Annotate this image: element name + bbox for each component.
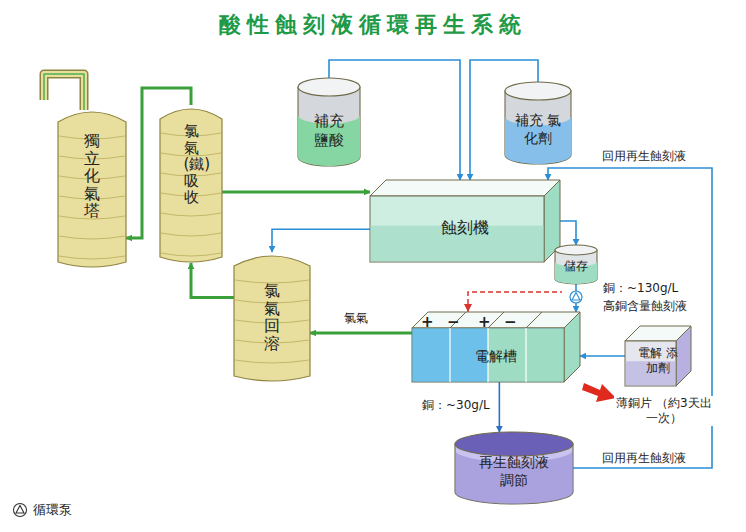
pump-triangle — [572, 293, 580, 301]
tank: 氯氣回溶 — [234, 252, 310, 382]
exhaust-pipe-stripe — [44, 74, 84, 110]
cell-divider — [526, 312, 542, 328]
node-label: 補充 鹽酸 — [312, 112, 346, 150]
tower: 獨立化氣塔 — [58, 108, 126, 268]
storage-tank: 儲存 — [555, 245, 597, 284]
flow-line — [222, 190, 370, 193]
exhaust-pipe-fill — [44, 74, 84, 110]
tank: 再生蝕刻液 調節 — [455, 432, 573, 504]
dashed-arrowhead — [464, 304, 472, 312]
exhaust-pipe — [44, 74, 84, 110]
legend-entry: 循環泵 — [12, 502, 72, 518]
can-body — [505, 91, 571, 164]
node-label: 補充 氯化劑 — [514, 112, 562, 147]
canister: 補充 鹽酸 — [298, 78, 360, 166]
can-top — [505, 82, 571, 100]
edge-label: 回用再生蝕刻液 — [600, 149, 688, 164]
tower-ring — [161, 213, 221, 216]
tank-top — [412, 312, 580, 328]
edge-label: 銅：~130g/L — [601, 281, 680, 296]
flow-line — [560, 221, 576, 245]
tower-body — [234, 256, 310, 381]
node-label: 獨立化氣塔 — [84, 132, 100, 220]
tower-ring — [161, 253, 221, 256]
node-label: 再生蝕刻液 調節 — [475, 454, 553, 489]
tank-front — [370, 196, 544, 262]
tower: 氯氣(鐵)吸收 — [160, 105, 222, 263]
output-note: 薄銅片 （約3天出一次） — [614, 396, 714, 426]
flow-line — [191, 263, 234, 298]
tank-front — [412, 328, 564, 382]
tank-side — [676, 326, 691, 386]
flow-line — [580, 355, 625, 357]
can-top — [555, 245, 597, 255]
node-label: 電解槽 — [475, 348, 517, 366]
electrolysis-cell: 電解槽 — [412, 312, 580, 382]
tower-ring — [161, 233, 221, 236]
can-top — [455, 432, 573, 456]
flow-line — [499, 382, 501, 432]
tank-side — [564, 312, 580, 382]
flow-line — [272, 229, 370, 252]
canister: 補充 氯化劑 — [505, 82, 571, 164]
can-body — [298, 87, 360, 166]
additive-box: 電解 添加劑 — [625, 326, 691, 386]
cell-divider — [525, 328, 526, 382]
node-label: 儲存 — [564, 259, 588, 274]
pump-symbol — [570, 291, 582, 303]
flow-label: 回用再生蝕刻液 — [600, 451, 688, 466]
dashed-line — [468, 292, 562, 312]
output-arrow — [582, 383, 616, 402]
node-label: 氯氣回溶 — [264, 282, 280, 352]
flow-note: 高銅含量蝕刻液 — [601, 299, 689, 314]
node-label: 電解 添加劑 — [637, 346, 679, 376]
legend-text: 循環泵 — [33, 502, 72, 518]
flow-line — [310, 332, 412, 335]
legend-pump-symbol — [12, 502, 28, 518]
polarity-sign: − — [504, 313, 517, 332]
machine-tank: 蝕刻機 — [370, 180, 560, 262]
edge-label: 銅：~30g/L — [420, 398, 492, 413]
tower-ring — [235, 360, 309, 363]
tank-top — [370, 180, 560, 196]
can-top — [298, 78, 360, 96]
node-label: 蝕刻機 — [441, 218, 489, 238]
polarity-sign: + — [478, 313, 491, 332]
cell-divider — [449, 328, 450, 382]
diagram-title: 酸性蝕刻液循環再生系統 — [0, 10, 746, 40]
polarity-sign: + — [421, 313, 434, 332]
tower-ring — [59, 256, 125, 259]
tower-body — [160, 109, 222, 262]
polarity-sign: − — [447, 313, 460, 332]
edge-label: 氯氣 — [342, 311, 370, 326]
tower-body — [58, 112, 126, 267]
node-label: 氯氣(鐵)吸收 — [184, 123, 199, 206]
can-liquid — [455, 450, 573, 504]
tower-ring — [59, 236, 125, 239]
electrolysis-cell-outline — [412, 312, 580, 382]
flow-line — [575, 284, 577, 312]
